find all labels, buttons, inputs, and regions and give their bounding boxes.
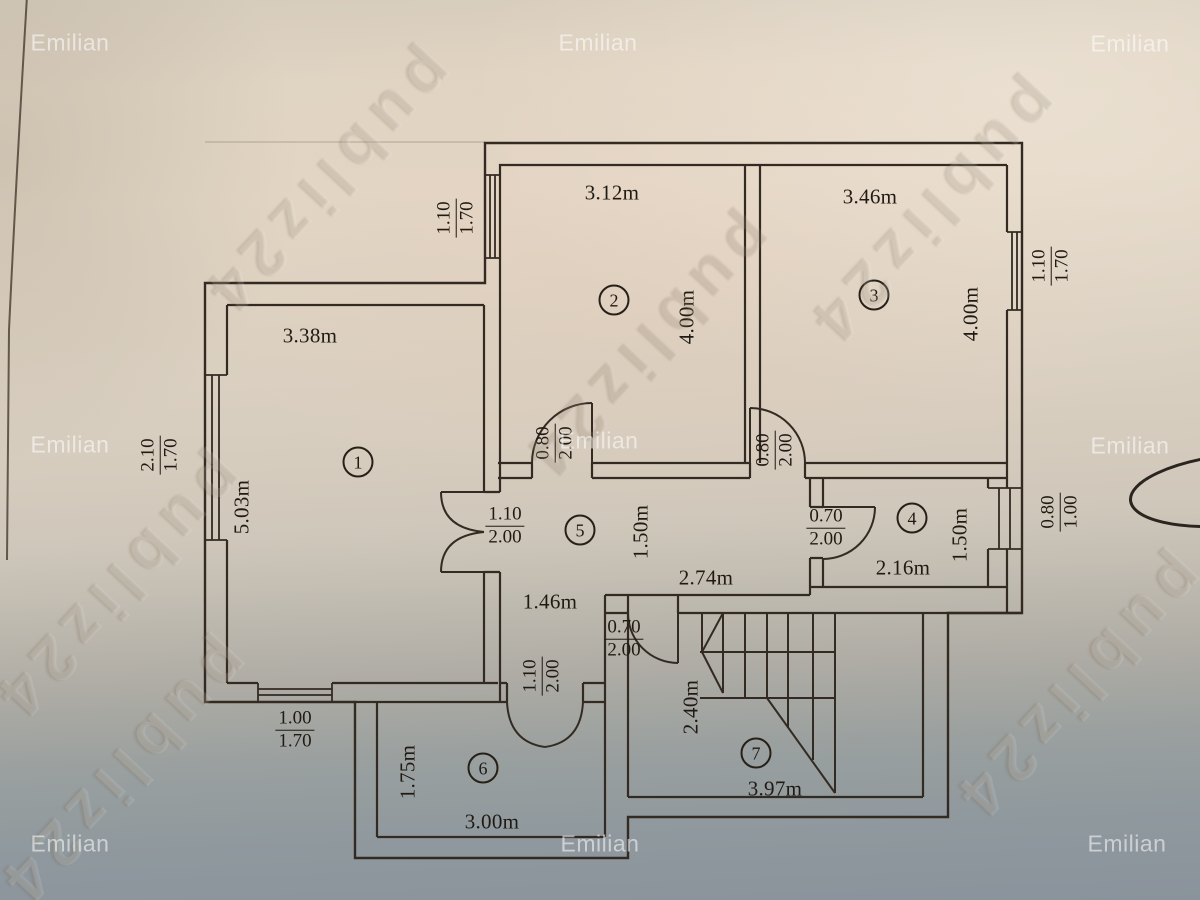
room3-height-label: 4.00m xyxy=(958,286,983,342)
room2-number: 2 xyxy=(598,284,630,316)
room3-number: 3 xyxy=(858,279,890,311)
room1-number: 1 xyxy=(342,446,374,478)
hand-drawn-oval xyxy=(1128,452,1200,528)
room4-width-label: 2.16m xyxy=(875,555,931,580)
name-watermark: Emilian xyxy=(30,431,110,458)
name-watermark: Emilian xyxy=(30,29,110,56)
room3-width-label: 3.46m xyxy=(842,184,898,209)
name-watermark: Emilian xyxy=(558,29,638,56)
hallway-height-label: 1.50m xyxy=(628,504,653,560)
room5-number: 5 xyxy=(564,514,596,546)
name-watermark: Emilian xyxy=(559,427,639,454)
room6-width-label: 3.00m xyxy=(464,809,520,834)
name-watermark: Emilian xyxy=(30,830,110,857)
room2-width-label: 3.12m xyxy=(584,180,640,205)
door-swing-arcs xyxy=(440,402,876,748)
paper-edge-line xyxy=(6,0,28,561)
name-watermark: Emilian xyxy=(560,830,640,857)
room7-width-label: 3.97m xyxy=(747,776,803,801)
inner-walls xyxy=(225,163,1022,839)
room6-number: 6 xyxy=(467,752,499,784)
name-watermark: Emilian xyxy=(1090,30,1170,57)
room7-height-label: 2.40m xyxy=(678,679,703,735)
room1-width-label: 3.38m xyxy=(282,323,338,348)
corridor-width-label: 1.46m xyxy=(522,589,578,614)
window-symbols xyxy=(205,174,1022,702)
hallway-width-label: 2.74m xyxy=(678,565,734,590)
name-watermark: Emilian xyxy=(1090,432,1170,459)
room4-height-label: 1.50m xyxy=(947,507,972,563)
door-leaves xyxy=(441,403,875,663)
room7-number: 7 xyxy=(740,737,772,769)
staircase xyxy=(700,612,836,794)
room4-number: 4 xyxy=(896,502,928,534)
name-watermark: Emilian xyxy=(1087,830,1167,857)
room6-height-label: 1.75m xyxy=(395,744,420,800)
